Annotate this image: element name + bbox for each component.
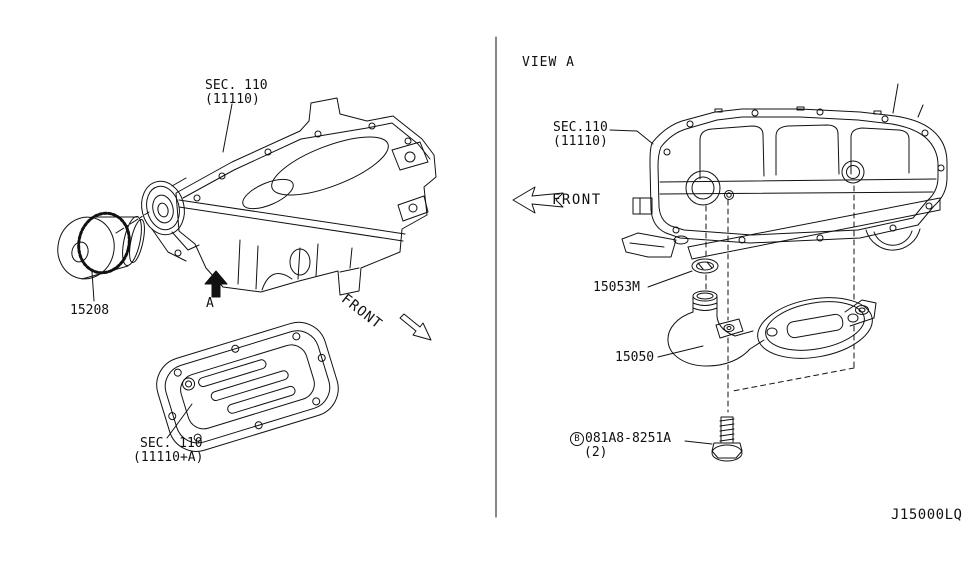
bolt-quantity: (2) [584,445,608,460]
sec110-right-line2: (11110) [553,134,608,149]
filter-axis-line [115,211,150,234]
circled-b-icon: B [570,432,584,446]
lower-oil-pan-drawing [156,321,339,452]
figure-code: J15000LQ [891,507,963,523]
sec110-upper-label: SEC. 110(11110) [205,79,268,106]
leader-lines-right [609,129,713,445]
upper-oil-pan-bottom-view-drawing [621,83,948,260]
sec110-lower-label: SEC. 110(11110+A) [133,436,203,464]
bolt-code: 081A8-8251A [585,431,672,446]
view-a-marker-arrow-icon [204,270,228,298]
oring-drawing [691,258,719,274]
sec110-upper-line1: SEC. 110 [205,78,268,93]
front-direction-arrow-icon-right [512,186,564,214]
bolt-drawing [711,416,743,462]
oil-filter-drawing [57,211,150,280]
sec110-right-label: SEC.110(11110) [553,121,608,148]
oil-strainer-drawing [667,290,877,367]
alignment-dashed-lines [705,185,855,413]
sec110-upper-line2: (11110) [205,92,260,107]
view-a-marker-label: A [206,296,214,311]
view-a-title: VIEW A [522,55,575,70]
upper-oil-pan-drawing [141,97,437,296]
front-direction-arrow-icon-left [399,313,432,341]
oil-filter-part-number: 15208 [70,303,110,318]
sec110-lower-line2: (11110+A) [133,450,204,465]
oring-part-number: 15053M [593,280,640,295]
strainer-part-number: 15050 [615,350,655,365]
front-label-right: FRONT [552,192,602,208]
sec110-lower-line1: SEC. 110 [140,436,203,451]
leader-lines-left [91,103,233,439]
sec110-right-line1: SEC.110 [553,120,608,135]
